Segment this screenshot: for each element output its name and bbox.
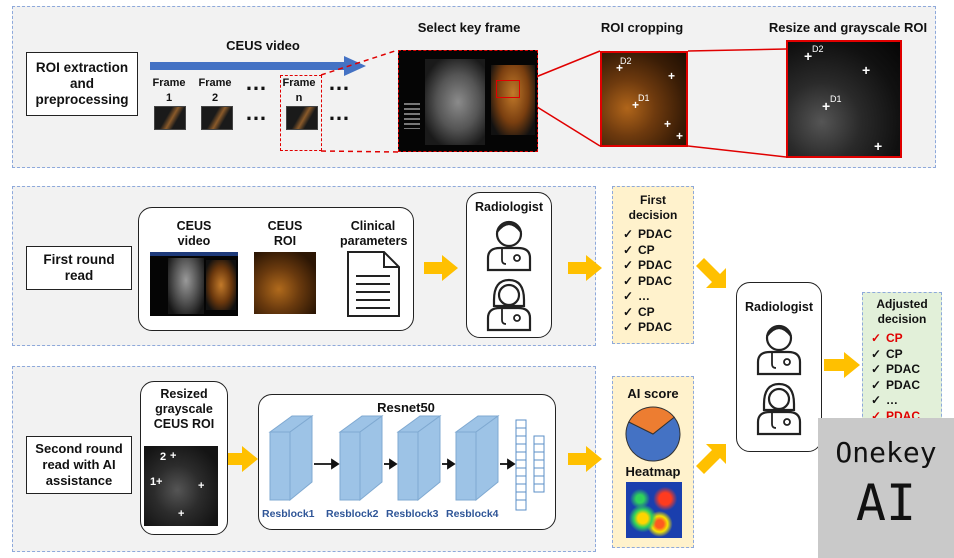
arrow-to-adjusted-decision: [824, 352, 860, 378]
arrow-to-ai-output: [568, 446, 602, 472]
radiologist-title-2: Radiologist: [744, 300, 814, 314]
male-doctor-icon-2: [756, 324, 802, 376]
arrow-to-first-decision: [568, 255, 602, 281]
resized-roi-image: 2 + 1 + + +: [144, 446, 218, 526]
radiologist-title-1: Radiologist: [474, 200, 544, 214]
resblock4-label: Resblock4: [446, 508, 499, 520]
ceus-roi-thumbnail: [254, 252, 316, 314]
ceus-video-title: CEUS video: [226, 38, 300, 53]
first-decision-item: ✓PDAC: [623, 320, 673, 334]
watermark-box: Onekey AI: [818, 418, 954, 558]
resblock2-label: Resblock2: [326, 508, 379, 520]
adjusted-decision-box: Adjusted decision ✓CP ✓CP ✓PDAC ✓PDAC ✓……: [862, 292, 942, 432]
first-decision-item: ✓…: [623, 289, 650, 303]
frame-2-label: Frame 2: [198, 77, 232, 104]
adjusted-decision-item: ✓…: [871, 393, 898, 407]
female-doctor-icon-2: [756, 382, 802, 436]
watermark-line-2: AI: [855, 474, 917, 532]
ellipsis-top-1: …: [245, 70, 268, 95]
heatmap-title: Heatmap: [625, 464, 681, 479]
ceus-video-input-label: CEUS video: [176, 219, 212, 248]
first-decision-box: First decision ✓PDAC ✓CP ✓PDAC ✓PDAC ✓… …: [612, 186, 694, 344]
adjusted-decision-title: Adjusted decision: [876, 297, 928, 326]
resnet-blocks: [268, 415, 545, 511]
resized-roi-title: Resized grayscale CEUS ROI: [153, 387, 215, 431]
resized-roi-mark-2: 2: [160, 451, 167, 463]
key-frame-image: [398, 50, 538, 152]
gray-roi-mark-d1: D1: [830, 94, 842, 104]
adjusted-decision-item-changed: ✓CP: [871, 331, 903, 345]
resnet50-title: Resnet50: [377, 400, 435, 415]
ceus-video-thumbnail: [150, 252, 238, 316]
pie-slice: [628, 406, 675, 435]
adjusted-decision-item: ✓CP: [871, 346, 903, 361]
adjusted-decision-item: ✓PDAC: [871, 362, 921, 376]
first-decision-item: ✓CP: [623, 304, 655, 319]
frame-1-thumbnail: [154, 106, 186, 130]
heatmap-image: [626, 482, 682, 538]
ai-score-title: AI score: [627, 386, 679, 401]
frame-n-thumbnail: [286, 106, 318, 130]
resblock3-label: Resblock3: [386, 508, 439, 520]
resize-grayscale-title: Resize and grayscale ROI: [768, 20, 928, 35]
second-round-label: Second round read with AI assistance: [26, 436, 132, 494]
clinical-parameters-label: Clinical parameters: [340, 219, 408, 248]
roi-mark-d1: D1: [638, 93, 650, 103]
selected-frame-marker: [280, 75, 322, 151]
frame-1-label: Frame 1: [152, 77, 186, 104]
arrow-first-decision-to-radiologist: [696, 258, 726, 288]
arrow-ai-output-to-radiologist: [696, 444, 726, 474]
resblock1-label: Resblock1: [262, 508, 315, 520]
ceus-roi-input-label: CEUS ROI: [267, 219, 303, 248]
female-doctor-icon: [486, 278, 532, 332]
arrow-to-radiologist-1: [424, 255, 458, 281]
ellipsis-bottom-1: …: [245, 100, 268, 125]
first-decision-item: ✓PDAC: [623, 273, 673, 288]
ellipsis-bottom-2: …: [328, 100, 351, 125]
first-round-label: First round read: [26, 246, 132, 290]
first-decision-item: ✓PDAC: [623, 258, 673, 272]
video-timeline-arrow: [150, 56, 366, 76]
roi-crop-image: D2 + + D1 + + +: [600, 51, 688, 147]
male-doctor-icon: [486, 220, 532, 272]
first-decision-item: ✓CP: [623, 242, 655, 257]
frame-2-thumbnail: [201, 106, 233, 130]
resized-roi-mark-1: 1: [150, 476, 157, 488]
document-icon: [347, 251, 400, 317]
ellipsis-top-2: …: [328, 70, 351, 95]
pie-slice: [625, 416, 681, 462]
gray-roi-mark-d2: D2: [812, 44, 824, 54]
ai-score-pie-chart: [625, 406, 681, 462]
roi-extraction-label: ROI extraction and preprocessing: [26, 52, 138, 116]
watermark-line-1: Onekey: [835, 436, 937, 469]
roi-mark-d2: D2: [620, 56, 632, 66]
frame-n-label: Frame n: [282, 77, 316, 104]
roi-cropping-title: ROI cropping: [600, 20, 684, 35]
arrow-to-resnet: [228, 446, 258, 472]
first-decision-title: First decision: [628, 193, 678, 222]
select-key-frame-title: Select key frame: [417, 20, 521, 35]
roi-selection-box: [496, 80, 520, 98]
adjusted-decision-item: ✓PDAC: [871, 377, 921, 392]
grayscale-roi-image: D2 + + D1 + +: [786, 40, 902, 158]
first-decision-item: ✓PDAC: [623, 227, 673, 241]
